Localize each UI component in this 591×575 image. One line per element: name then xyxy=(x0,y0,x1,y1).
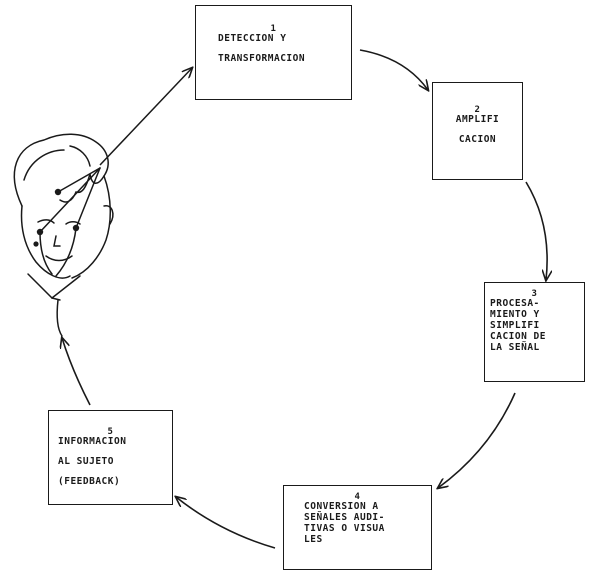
arrow-step5-to-subject xyxy=(62,338,91,406)
step-3-number: 3 xyxy=(531,289,538,299)
step-5-number: 5 xyxy=(107,427,114,437)
step-1-number: 1 xyxy=(270,24,277,34)
head-with-electrodes-icon xyxy=(13,133,114,337)
step-4-line-4: LES xyxy=(304,534,323,546)
step-4-line-1: CONVERSION A xyxy=(304,501,379,513)
step-5-line-3: (FEEDBACK) xyxy=(58,476,121,488)
step-4-number: 4 xyxy=(354,492,361,502)
arrow-step2-to-step3 xyxy=(525,181,547,280)
electrode-dots xyxy=(33,188,80,247)
step-3-line-4: CACION DE xyxy=(490,331,546,343)
step-1-line-1: DETECCION Y xyxy=(218,33,287,45)
step-2-number: 2 xyxy=(474,105,481,115)
arrow-step3-to-step4 xyxy=(438,392,516,488)
step-2-line-1: AMPLIFI xyxy=(455,114,500,126)
step-4-line-3: TIVAS O VISUA xyxy=(304,523,385,535)
step-3-line-1: PROCESA- xyxy=(490,298,540,310)
step-3-line-3: SIMPLIFI xyxy=(490,320,540,332)
step-4-box: 4 CONVERSION A SEÑALES AUDI- TIVAS O VIS… xyxy=(283,485,432,570)
step-5-line-1: INFORMACION xyxy=(58,436,127,448)
step-4-line-2: SEÑALES AUDI- xyxy=(304,512,385,524)
step-1-line-2: TRANSFORMACION xyxy=(218,53,306,65)
arrow-subject-to-step1 xyxy=(99,68,192,166)
step-3-line-5: LA SEÑAL xyxy=(490,342,540,354)
step-2-box: 2 AMPLIFI CACION xyxy=(432,82,523,180)
step-5-box: 5 INFORMACION AL SUJETO (FEEDBACK) xyxy=(48,410,173,505)
step-2-line-2: CACION xyxy=(458,134,497,146)
arrow-step4-to-step5 xyxy=(176,497,276,549)
arrow-step1-to-step2 xyxy=(359,49,428,90)
step-3-box: 3 PROCESA- MIENTO Y SIMPLIFI CACION DE L… xyxy=(484,282,585,382)
step-3-line-2: MIENTO Y xyxy=(490,309,540,321)
step-5-line-2: AL SUJETO xyxy=(58,456,114,468)
step-1-box: 1 DETECCION Y TRANSFORMACION xyxy=(195,5,352,100)
